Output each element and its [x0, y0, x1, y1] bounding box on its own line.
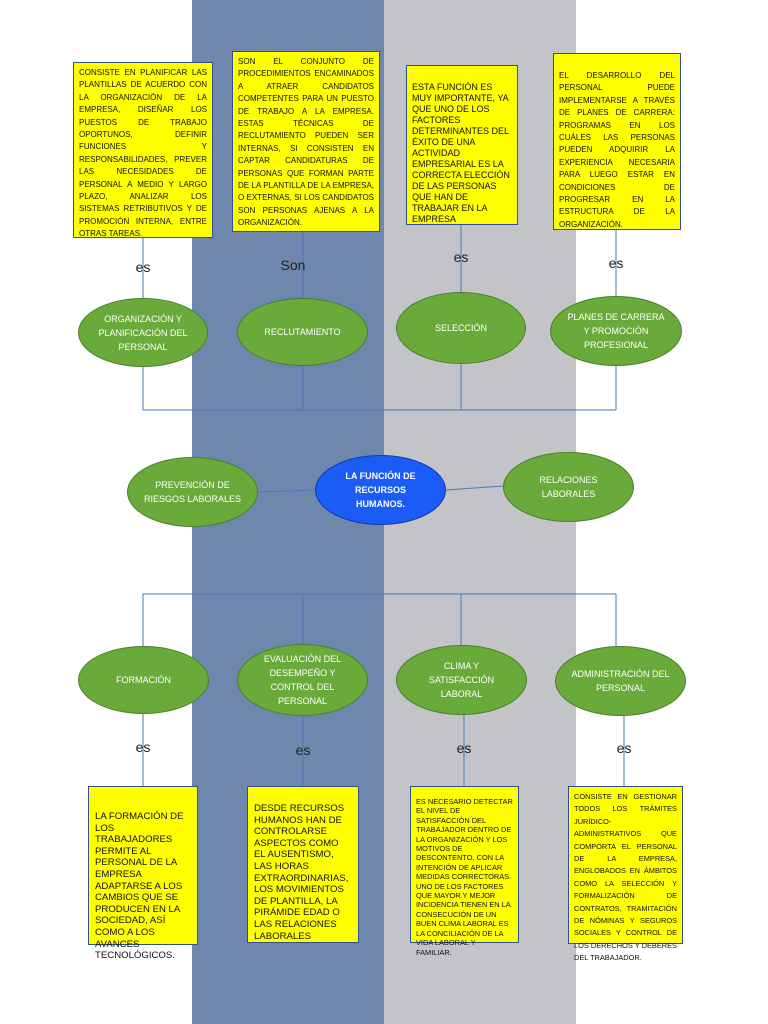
node-administracion-personal: ADMINISTRACIÓN DEL PERSONAL: [555, 646, 686, 716]
description-box-administracion: CONSISTE EN GESTIONAR TODOS LOS TRÁMITES…: [568, 786, 683, 962]
description-box-reclutamiento: SON EL CONJUNTO DE PROCEDIMIENTOS ENCAMI…: [232, 51, 380, 232]
node-relaciones-laborales: RELACIONES LABORALES: [503, 452, 634, 522]
connector-label-bottom-4: es: [616, 740, 632, 756]
connector-label-bottom-3: es: [456, 740, 472, 756]
node-funcion-recursos-humanos: LA FUNCIÓN DE RECURSOS HUMANOS.: [315, 455, 446, 525]
node-clima-satisfaccion: CLIMA Y SATISFACCIÓN LABORAL: [396, 645, 527, 715]
node-reclutamiento: RECLUTAMIENTO: [237, 298, 368, 366]
description-box-planes-carrera: EL DESARROLLO DEL PERSONAL PUEDE IMPLEME…: [553, 53, 681, 230]
node-formacion: FORMACIÓN: [78, 646, 209, 714]
description-box-formacion: LA FORMACIÓN DE LOS TRABAJADORES PERMITE…: [88, 786, 198, 961]
description-box-organizacion: CONSISTE EN PLANIFICAR LAS PLANTILLAS DE…: [73, 62, 213, 238]
connector-label-top-2: Son: [280, 257, 306, 273]
node-planes-carrera: PLANES DE CARRERA Y PROMOCIÓN PROFESIONA…: [550, 296, 682, 366]
connector-label-top-1: es: [135, 259, 151, 275]
node-evaluacion-desempeno: EVALUACIÓN DEL DESEMPEÑO Y CONTROL DEL P…: [237, 644, 368, 716]
connector-label-top-3: es: [453, 249, 469, 265]
line-center-left: [257, 489, 317, 493]
connector-label-top-4: es: [608, 255, 624, 271]
node-organizacion-planificacion: ORGANIZACIÓN Y PLANIFICACIÓN DEL PERSONA…: [78, 298, 208, 367]
connector-label-bottom-1: es: [135, 739, 151, 755]
description-box-clima: ES NECESARIO DETECTAR EL NIVEL DE SATISF…: [410, 786, 519, 957]
connector-label-bottom-2: es: [295, 742, 311, 758]
description-box-seleccion: ESTA FUNCIÓN ES MUY IMPORTANTE, YA QUE U…: [406, 65, 518, 225]
description-box-evaluacion: DESDE RECURSOS HUMANOS HAN DE CONTROLARS…: [247, 786, 359, 943]
node-seleccion: SELECCIÓN: [396, 292, 526, 364]
line-center-right: [445, 485, 504, 491]
node-prevencion-riesgos: PREVENCIÓN DE RIESGOS LABORALES: [127, 457, 258, 527]
